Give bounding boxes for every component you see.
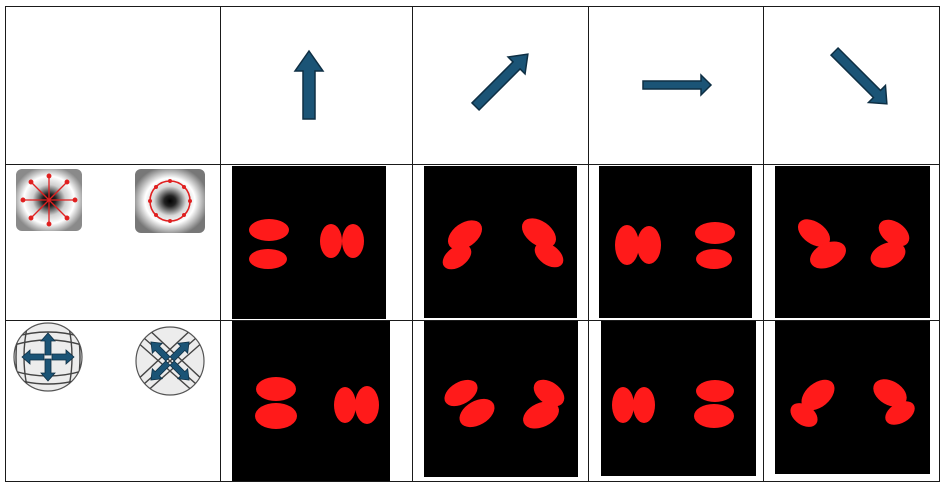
row1-pattern-cell-1	[221, 165, 412, 320]
row2-pattern-cell-3	[589, 321, 763, 481]
radial-intensity-beam-icon	[16, 169, 82, 231]
column-divider	[763, 6, 764, 482]
row2-pattern-cell-4	[764, 321, 939, 481]
row-divider	[5, 164, 940, 165]
row1-pattern-cell-2	[413, 165, 588, 320]
radial-plate-icon	[13, 322, 83, 392]
column-divider	[220, 6, 221, 482]
header-corner-cell	[6, 7, 220, 164]
table-border-top	[5, 6, 940, 7]
row1-label-cell	[6, 165, 220, 320]
row1-pattern-cell-4	[764, 165, 939, 320]
row-divider	[5, 320, 940, 321]
down-right-arrow-icon	[829, 46, 888, 105]
column-divider	[588, 6, 589, 482]
header-cell-up-right	[413, 7, 588, 164]
table-border-bottom	[5, 481, 940, 482]
two-lobe-pattern-4	[775, 166, 930, 318]
table-border-left	[5, 6, 6, 482]
right-arrow-icon	[642, 73, 713, 97]
row2-pattern-cell-1	[221, 321, 412, 481]
two-lobe-pattern-3	[599, 166, 752, 318]
header-cell-right	[589, 7, 763, 164]
table-border-right	[939, 6, 940, 482]
row1-pattern-cell-3	[589, 165, 763, 320]
column-divider	[412, 6, 413, 482]
azimuthal-intensity-beam-icon	[135, 169, 205, 233]
row2-label-images	[13, 322, 205, 396]
two-lobe-pattern-1	[232, 166, 386, 319]
two-lobe-pattern-8	[775, 321, 930, 474]
two-lobe-pattern-6	[424, 321, 578, 477]
two-lobe-pattern-7	[601, 321, 756, 476]
header-cell-up	[221, 7, 412, 164]
azimuthal-plate-icon	[135, 326, 205, 396]
row2-label-cell	[6, 321, 220, 481]
row1-label-images	[16, 169, 205, 233]
up-arrow-icon	[293, 49, 325, 120]
up-right-arrow-icon	[470, 53, 529, 112]
comparison-table	[5, 6, 940, 482]
two-lobe-pattern-2	[424, 166, 577, 318]
header-cell-down-right	[764, 7, 939, 164]
row2-pattern-cell-2	[413, 321, 588, 481]
two-lobe-pattern-5	[232, 321, 390, 481]
